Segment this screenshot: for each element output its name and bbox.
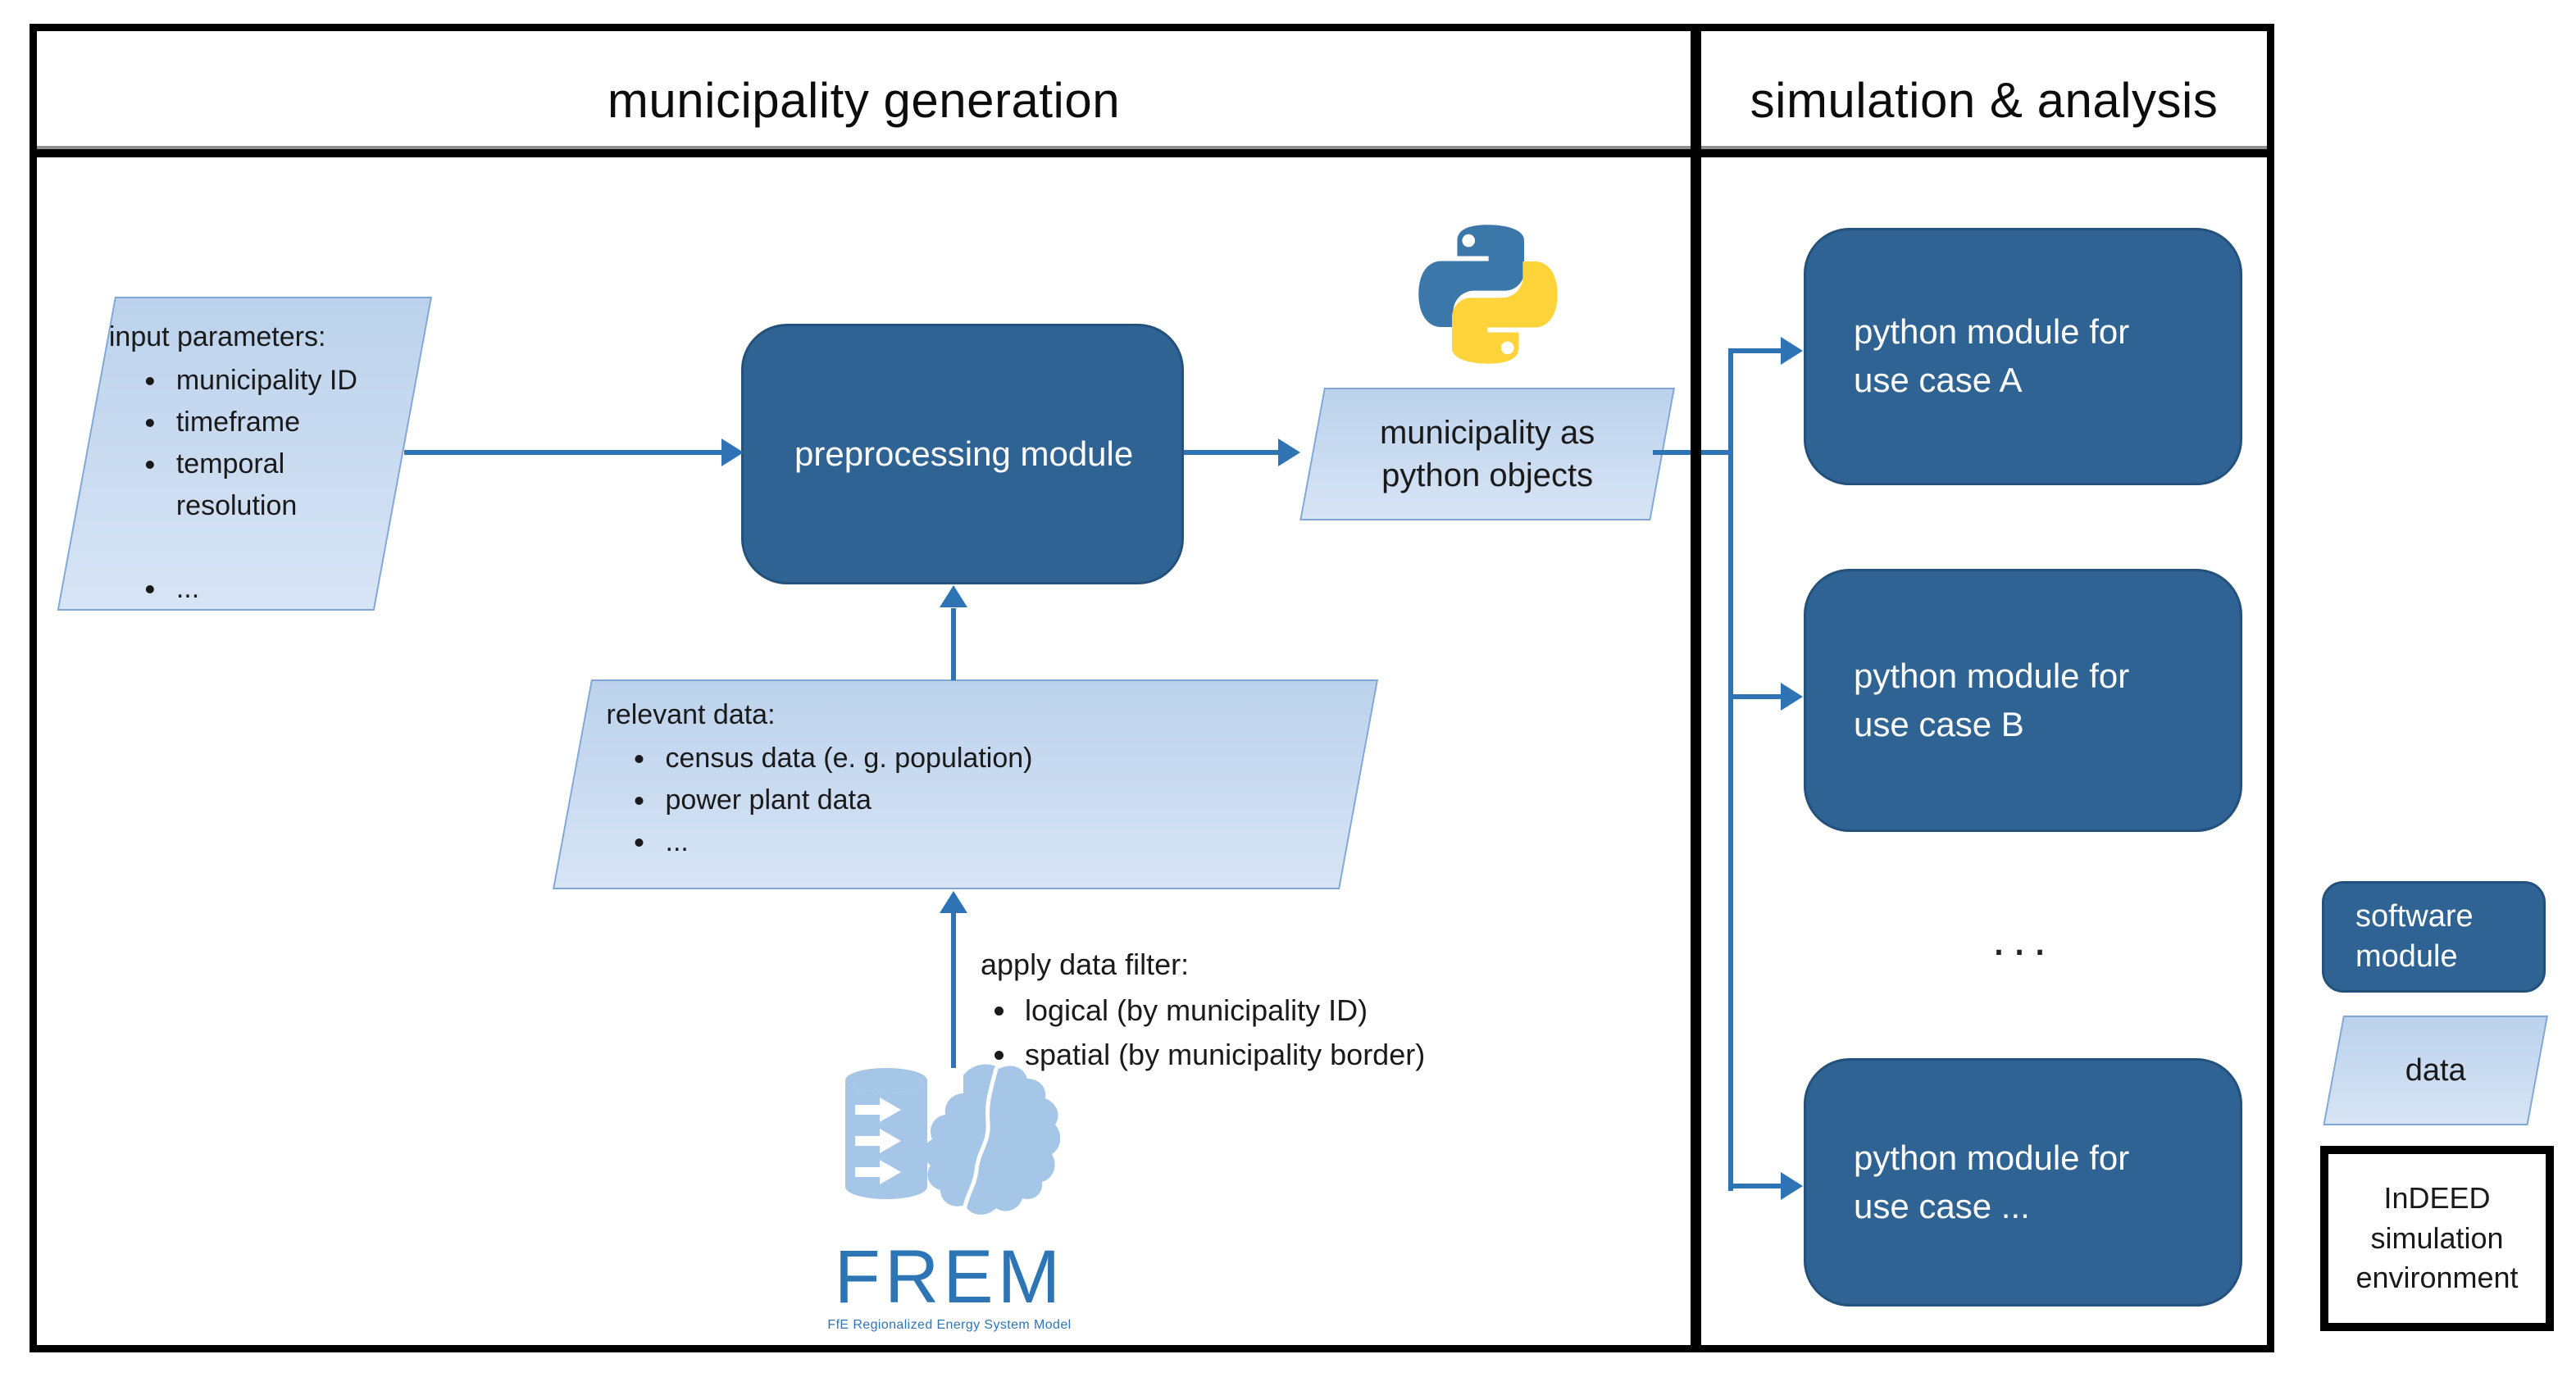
arrow-branch-to-use-case-b xyxy=(1733,694,1782,699)
list-item: timeframe xyxy=(168,402,395,443)
relevant-data-list: census data (e. g. population) power pla… xyxy=(607,738,1351,863)
python-module-use-case-a-box: python module for use case A xyxy=(1804,228,2242,485)
legend-indeed-environment: InDEED simulation environment xyxy=(2320,1146,2554,1331)
frem-logo-icon xyxy=(845,1064,1060,1215)
data-filter-annotation: apply data filter: logical (by municipal… xyxy=(981,943,1636,1077)
section-title-municipality-generation: municipality generation xyxy=(607,73,1121,128)
list-item: ... xyxy=(658,821,1351,863)
arrow-preprocessing-to-objects xyxy=(1184,450,1281,455)
list-item: temporal resolution xyxy=(168,443,395,527)
section-title-simulation-analysis: simulation & analysis xyxy=(1750,73,2219,128)
arrow-input-to-preprocessing xyxy=(404,450,726,455)
arrowhead-right-icon xyxy=(1278,439,1300,466)
module-label-line1: python module for xyxy=(1854,656,2130,695)
arrowhead-up-icon xyxy=(940,891,967,913)
legend-indeed-environment-label: InDEED simulation environment xyxy=(2355,1181,2519,1295)
arrow-branch-to-use-case-more xyxy=(1733,1184,1782,1188)
arrowhead-up-icon xyxy=(940,585,967,607)
module-label-line1: python module for xyxy=(1854,1138,2130,1177)
frem-logo-subtitle: FfE Regionalized Energy System Model xyxy=(827,1318,1072,1332)
header-separator-shadow xyxy=(37,146,2267,149)
arrowhead-right-icon xyxy=(1781,337,1803,365)
list-item: ... xyxy=(168,568,395,610)
module-label-line2: use case B xyxy=(1854,704,2024,743)
python-module-use-case-more-box: python module for use case ... xyxy=(1804,1058,2242,1307)
municipality-objects-data-shape: municipality as python objects xyxy=(1299,388,1675,520)
diagram-frame xyxy=(30,24,2274,1352)
header-separator xyxy=(37,149,2267,157)
legend-data-label: data xyxy=(2405,1052,2466,1088)
arrow-relevant-data-to-preprocessing xyxy=(951,608,956,680)
list-item: census data (e. g. population) xyxy=(658,738,1351,779)
list-item: municipality ID xyxy=(168,360,395,402)
arrowhead-right-icon xyxy=(1781,683,1803,711)
input-parameters-title: input parameters: xyxy=(108,321,326,352)
module-label-line2: use case A xyxy=(1854,361,2023,399)
municipality-objects-line1: municipality as xyxy=(1379,415,1595,451)
preprocessing-module-label: preprocessing module xyxy=(794,434,1134,473)
relevant-data-shape: relevant data: census data (e. g. popula… xyxy=(553,679,1378,889)
legend-software-module-label: software module xyxy=(2355,898,2474,974)
input-parameters-data-shape: input parameters: municipality ID timefr… xyxy=(57,297,432,611)
python-logo-icon xyxy=(1418,225,1558,364)
section-divider xyxy=(1691,24,1701,1352)
legend-data-shape: data xyxy=(2323,1016,2548,1125)
arrowhead-right-icon xyxy=(1781,1172,1803,1200)
frem-database-icon xyxy=(845,1068,927,1199)
frem-logo-wordmark: FREM xyxy=(834,1235,1065,1319)
arrowhead-right-icon xyxy=(721,439,744,466)
arrow-frem-to-relevant-data xyxy=(951,912,956,1068)
branch-vertical-line xyxy=(1728,348,1733,1191)
python-module-use-case-b-box: python module for use case B xyxy=(1804,569,2242,832)
list-item: power plant data xyxy=(658,779,1351,821)
relevant-data-title: relevant data: xyxy=(606,699,776,730)
input-parameters-list: municipality ID timeframe temporal resol… xyxy=(109,360,395,610)
legend-software-module: software module xyxy=(2322,881,2546,993)
arrow-branch-to-use-case-a xyxy=(1733,348,1782,353)
data-filter-title: apply data filter: xyxy=(981,948,1190,981)
module-label-line2: use case ... xyxy=(1854,1186,2030,1225)
data-filter-list: logical (by municipality ID) spatial (by… xyxy=(981,988,1636,1077)
more-modules-ellipsis: ... xyxy=(1991,912,2055,966)
preprocessing-module-box: preprocessing module xyxy=(741,324,1184,584)
list-item: spatial (by municipality border) xyxy=(1018,1033,1636,1077)
municipality-objects-line2: python objects xyxy=(1381,457,1594,493)
list-item: logical (by municipality ID) xyxy=(1018,988,1636,1033)
frem-map-icon xyxy=(924,1064,1060,1215)
module-label-line1: python module for xyxy=(1854,312,2130,352)
